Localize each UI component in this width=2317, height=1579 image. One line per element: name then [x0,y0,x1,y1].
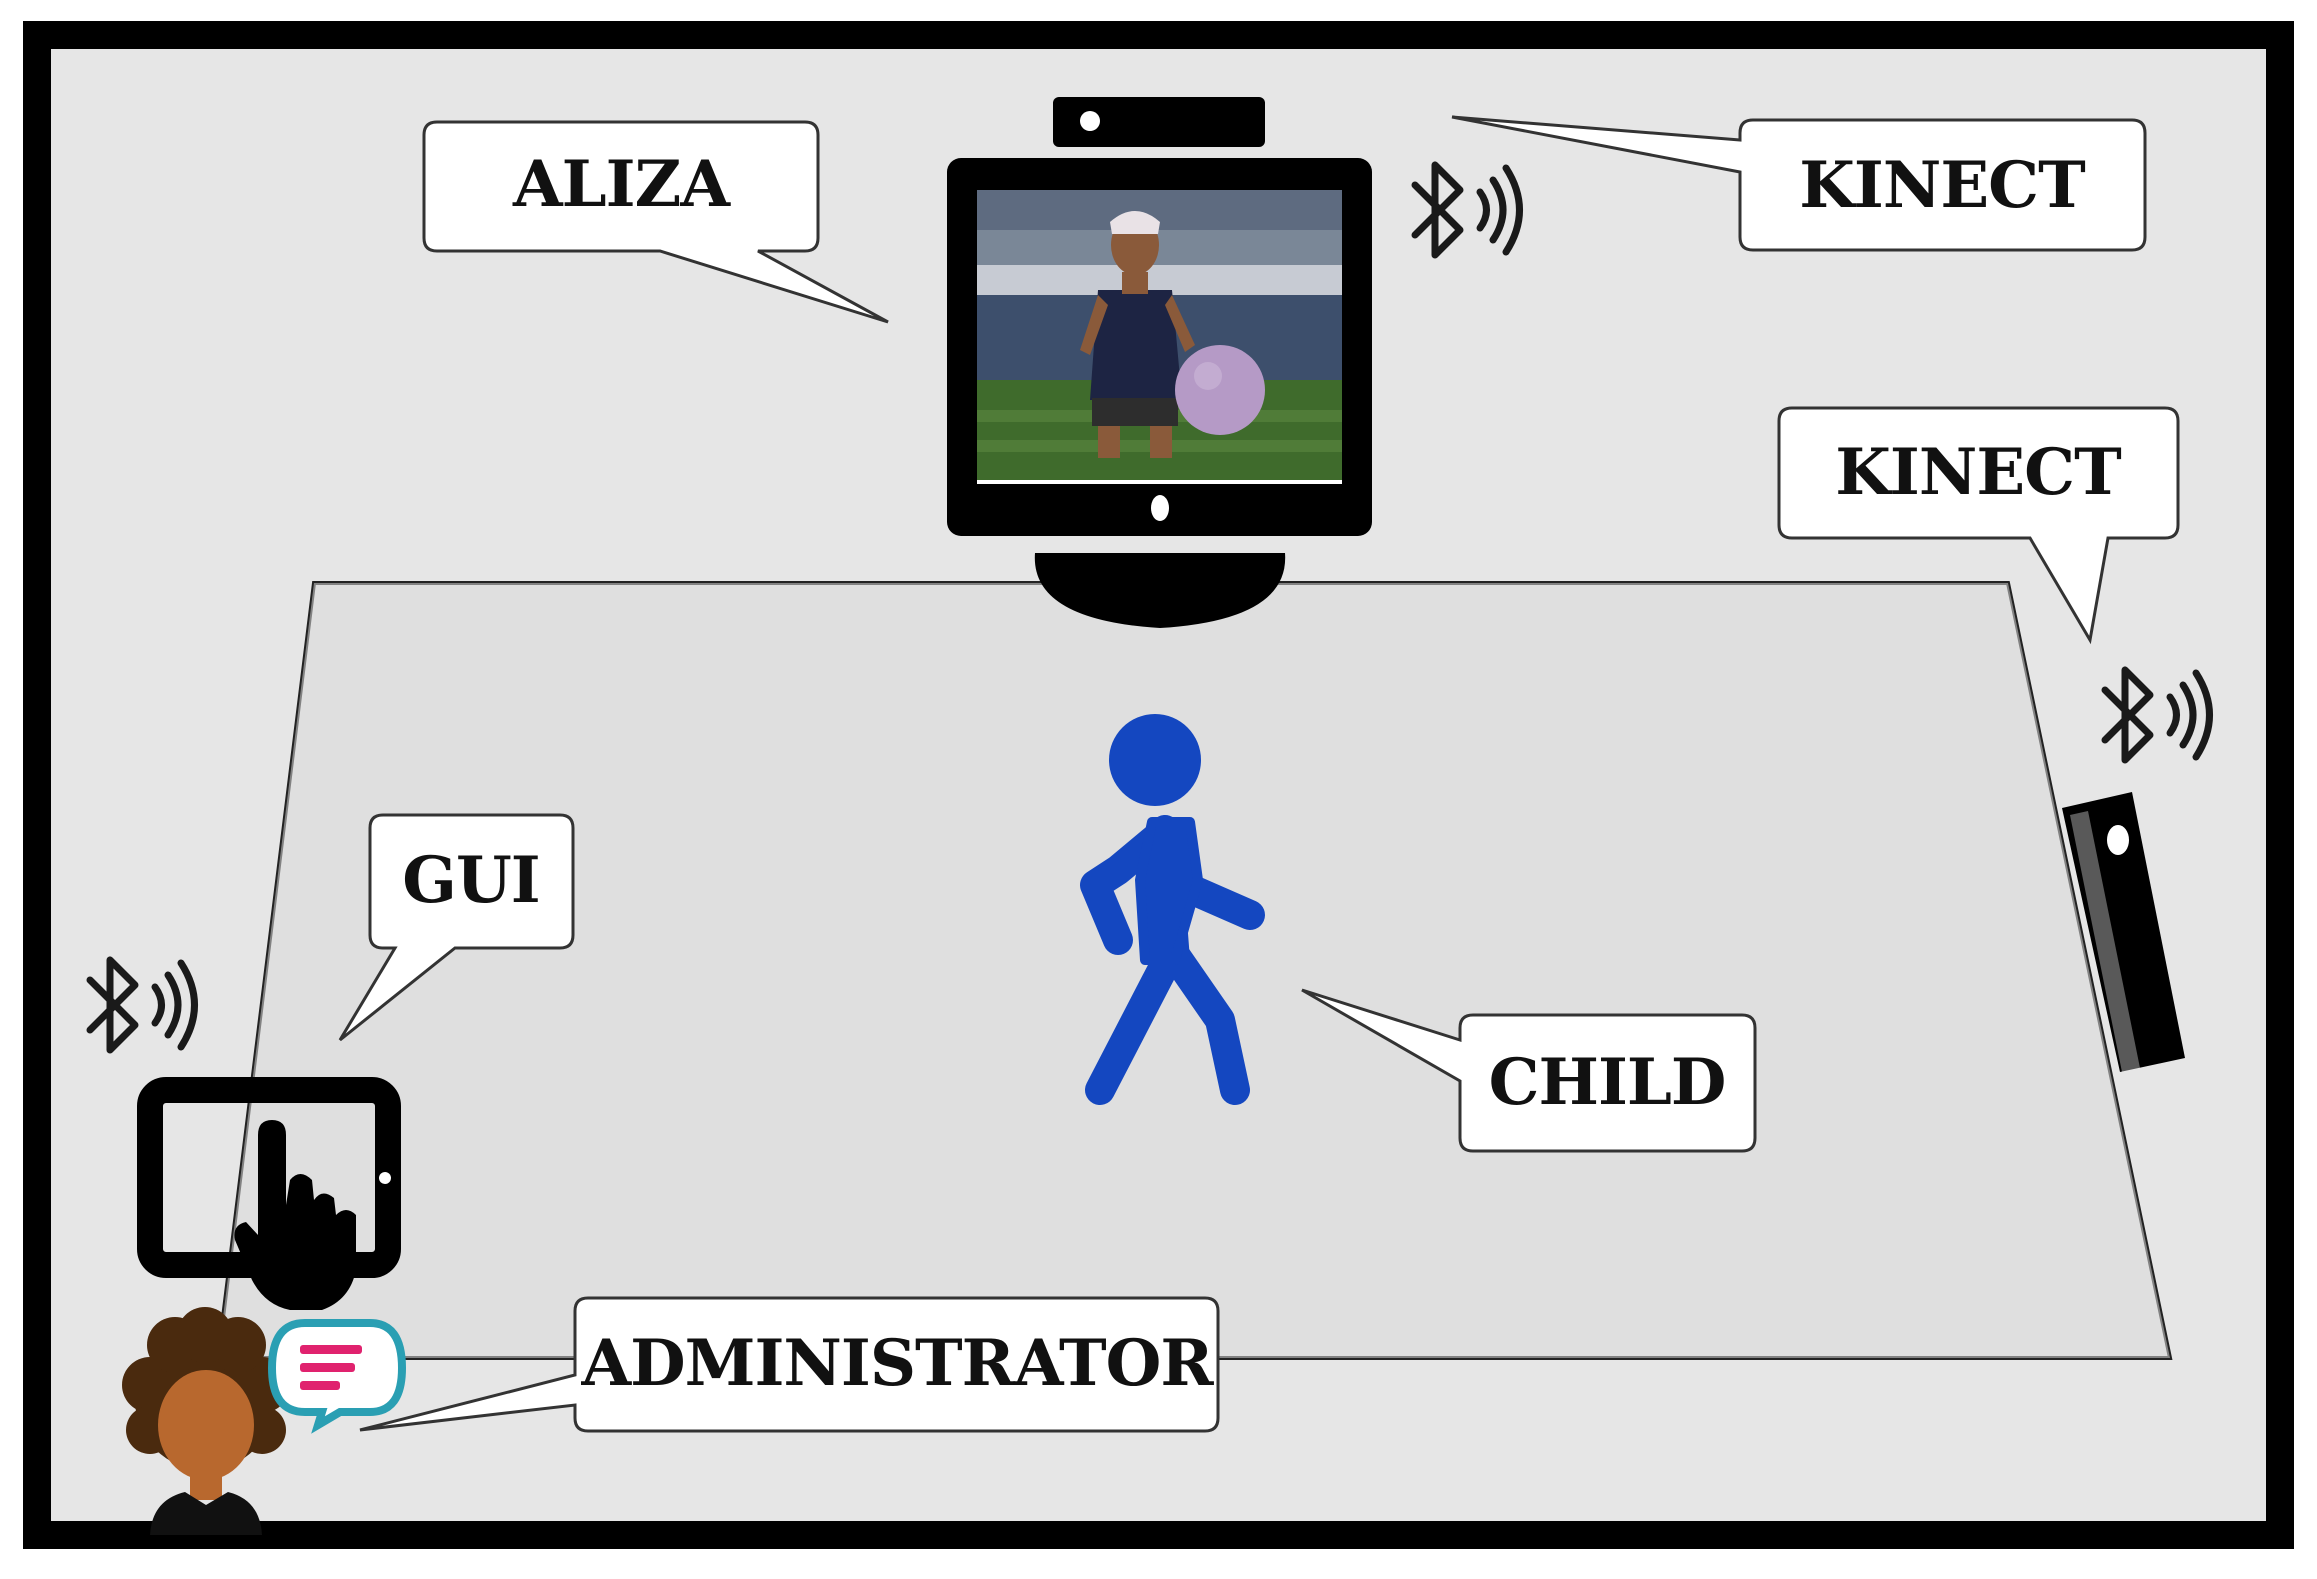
callout-administrator: ADMINISTRATOR [359,1296,1220,1433]
callout-child: CHILD [1301,988,1757,1153]
kinect-sensor-icon [2062,792,2185,1072]
walking-person-icon [1080,714,1265,1105]
label-child: CHILD [1489,1045,1726,1120]
callout-kinect-top: KINECT [1451,115,2147,252]
chat-bubble-icon [267,1319,407,1434]
label-kinect-right: KINECT [1835,435,2121,510]
callout-gui: GUI [338,813,575,1042]
tablet-touch-icon [137,1077,401,1310]
callout-aliza: ALIZA [422,120,889,324]
aliza-avatar-image [977,190,1342,480]
monitor-icon [947,97,1372,628]
label-kinect-top: KINECT [1799,148,2085,223]
callout-kinect-right: KINECT [1777,406,2180,645]
label-administrator: ADMINISTRATOR [580,1326,1214,1401]
administrator-avatar-icon [122,1307,290,1535]
bluetooth-icon [1411,161,1523,259]
bluetooth-icon [86,956,198,1054]
label-gui: GUI [402,843,539,918]
bluetooth-icon [2101,666,2213,764]
label-aliza: ALIZA [512,147,731,222]
